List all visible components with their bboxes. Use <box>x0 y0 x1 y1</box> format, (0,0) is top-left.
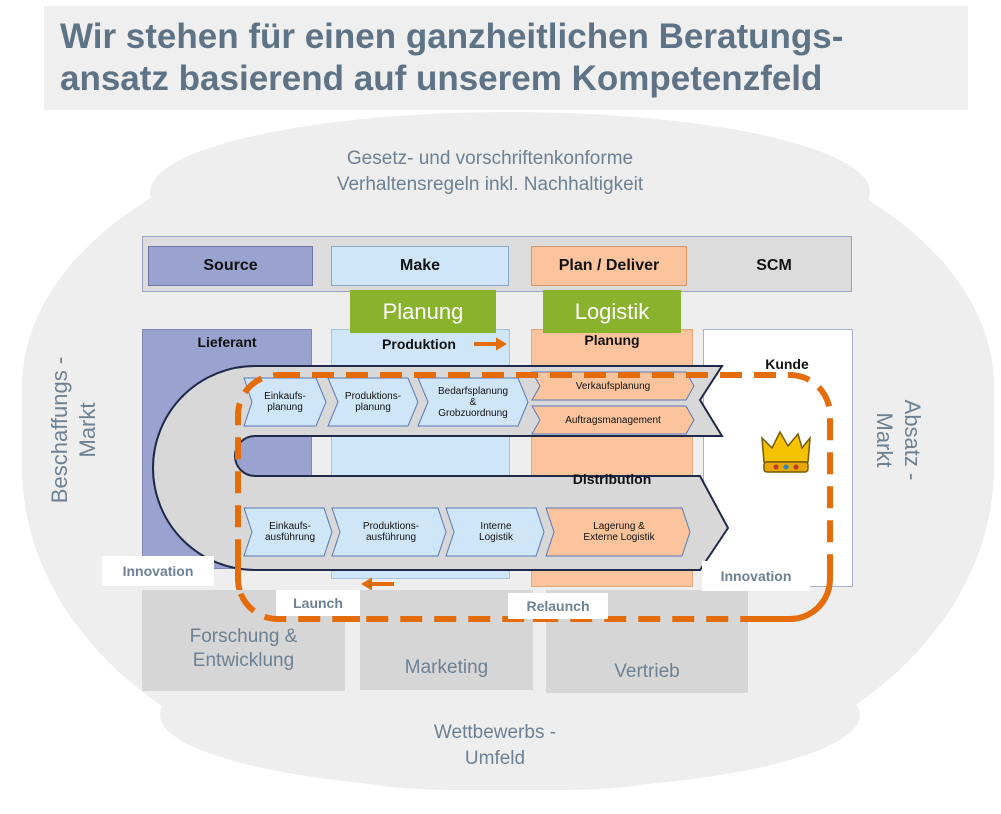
make-box: Make <box>331 246 509 286</box>
wettbewerbsumfeld-line-2: Umfeld <box>464 748 526 769</box>
orange-dashed-loop <box>235 372 833 622</box>
bedarfsplanung-label: Bedarfsplanung & Grobzuordnung <box>437 385 509 419</box>
launch-tag: Launch <box>276 590 360 616</box>
relaunch-tag: Relaunch <box>508 593 608 619</box>
fue-line-2: Entwicklung <box>192 649 295 671</box>
distribution-heading: Distribution <box>572 471 652 487</box>
interne-logistik-label: Interne Logistik <box>479 521 513 543</box>
planung-highlight: Planung <box>350 290 496 333</box>
plan-deliver-box: Plan / Deliver <box>531 246 687 286</box>
produktion-heading: Produktion <box>382 336 456 352</box>
orange-arrow-icon-left <box>361 577 394 591</box>
chevron-lagerung <box>545 507 691 557</box>
einkaufsausfuehrung-label: Einkaufs- ausführung <box>264 521 316 543</box>
lieferant-heading: Lieferant <box>197 334 257 350</box>
title-bar: Wir stehen für einen ganzheitlichen Bera… <box>44 6 968 110</box>
verkaufsplanung-label: Verkaufsplanung <box>575 380 651 392</box>
wettbewerbsumfeld-line-1: Wettbewerbs - <box>433 722 557 743</box>
crown-icon <box>761 430 811 473</box>
auftragsmanagement-label: Auftragsmanagement <box>565 414 661 426</box>
einkaufsplanung-label: Einkaufs- planung <box>264 391 306 413</box>
page-title: Wir stehen für einen ganzheitlichen Bera… <box>60 16 843 100</box>
fue-line-1: Forschung & <box>189 625 298 647</box>
chevron-einkaufsausfuehrung <box>243 507 333 557</box>
chevron-interne-logistik <box>445 507 545 557</box>
environment-top-line-1: Gesetz- und vorschriftenkonforme <box>346 148 634 169</box>
chevron-produktionsplanung <box>327 377 419 427</box>
produktionsausfuehrung-label: Produktions- ausführung <box>362 521 420 543</box>
marketing-box: Marketing <box>360 590 533 690</box>
planung-heading: Planung <box>584 332 640 348</box>
lagerung-label: Lagerung & Externe Logistik <box>583 521 655 543</box>
scm-label: SCM <box>756 257 792 274</box>
wettbewerbsumfeld-label: Wettbewerbs - Umfeld <box>375 720 615 772</box>
produktionsplanung-label: Produktions- planung <box>344 391 402 413</box>
source-box: Source <box>148 246 313 286</box>
chevron-produktionsausfuehrung <box>331 507 447 557</box>
logistik-highlight: Logistik <box>543 290 681 333</box>
vertrieb-box: Vertrieb <box>546 590 748 693</box>
kunde-heading: Kunde <box>765 356 809 372</box>
innovation-right-tag: Innovation <box>702 561 810 591</box>
innovation-left-tag: Innovation <box>102 556 214 586</box>
title-line-2: ansatz basierend auf unserem Kompetenzfe… <box>60 59 823 98</box>
environment-top-label: Gesetz- und vorschriftenkonforme Verhalt… <box>240 146 740 198</box>
title-line-1: Wir stehen für einen ganzheitlichen Bera… <box>60 17 844 56</box>
chevron-auftragsmanagement <box>531 405 695 435</box>
orange-arrow-icon-right <box>474 337 507 351</box>
environment-top-line-2: Verhaltensregeln inkl. Nachhaltigkeit <box>336 174 644 195</box>
